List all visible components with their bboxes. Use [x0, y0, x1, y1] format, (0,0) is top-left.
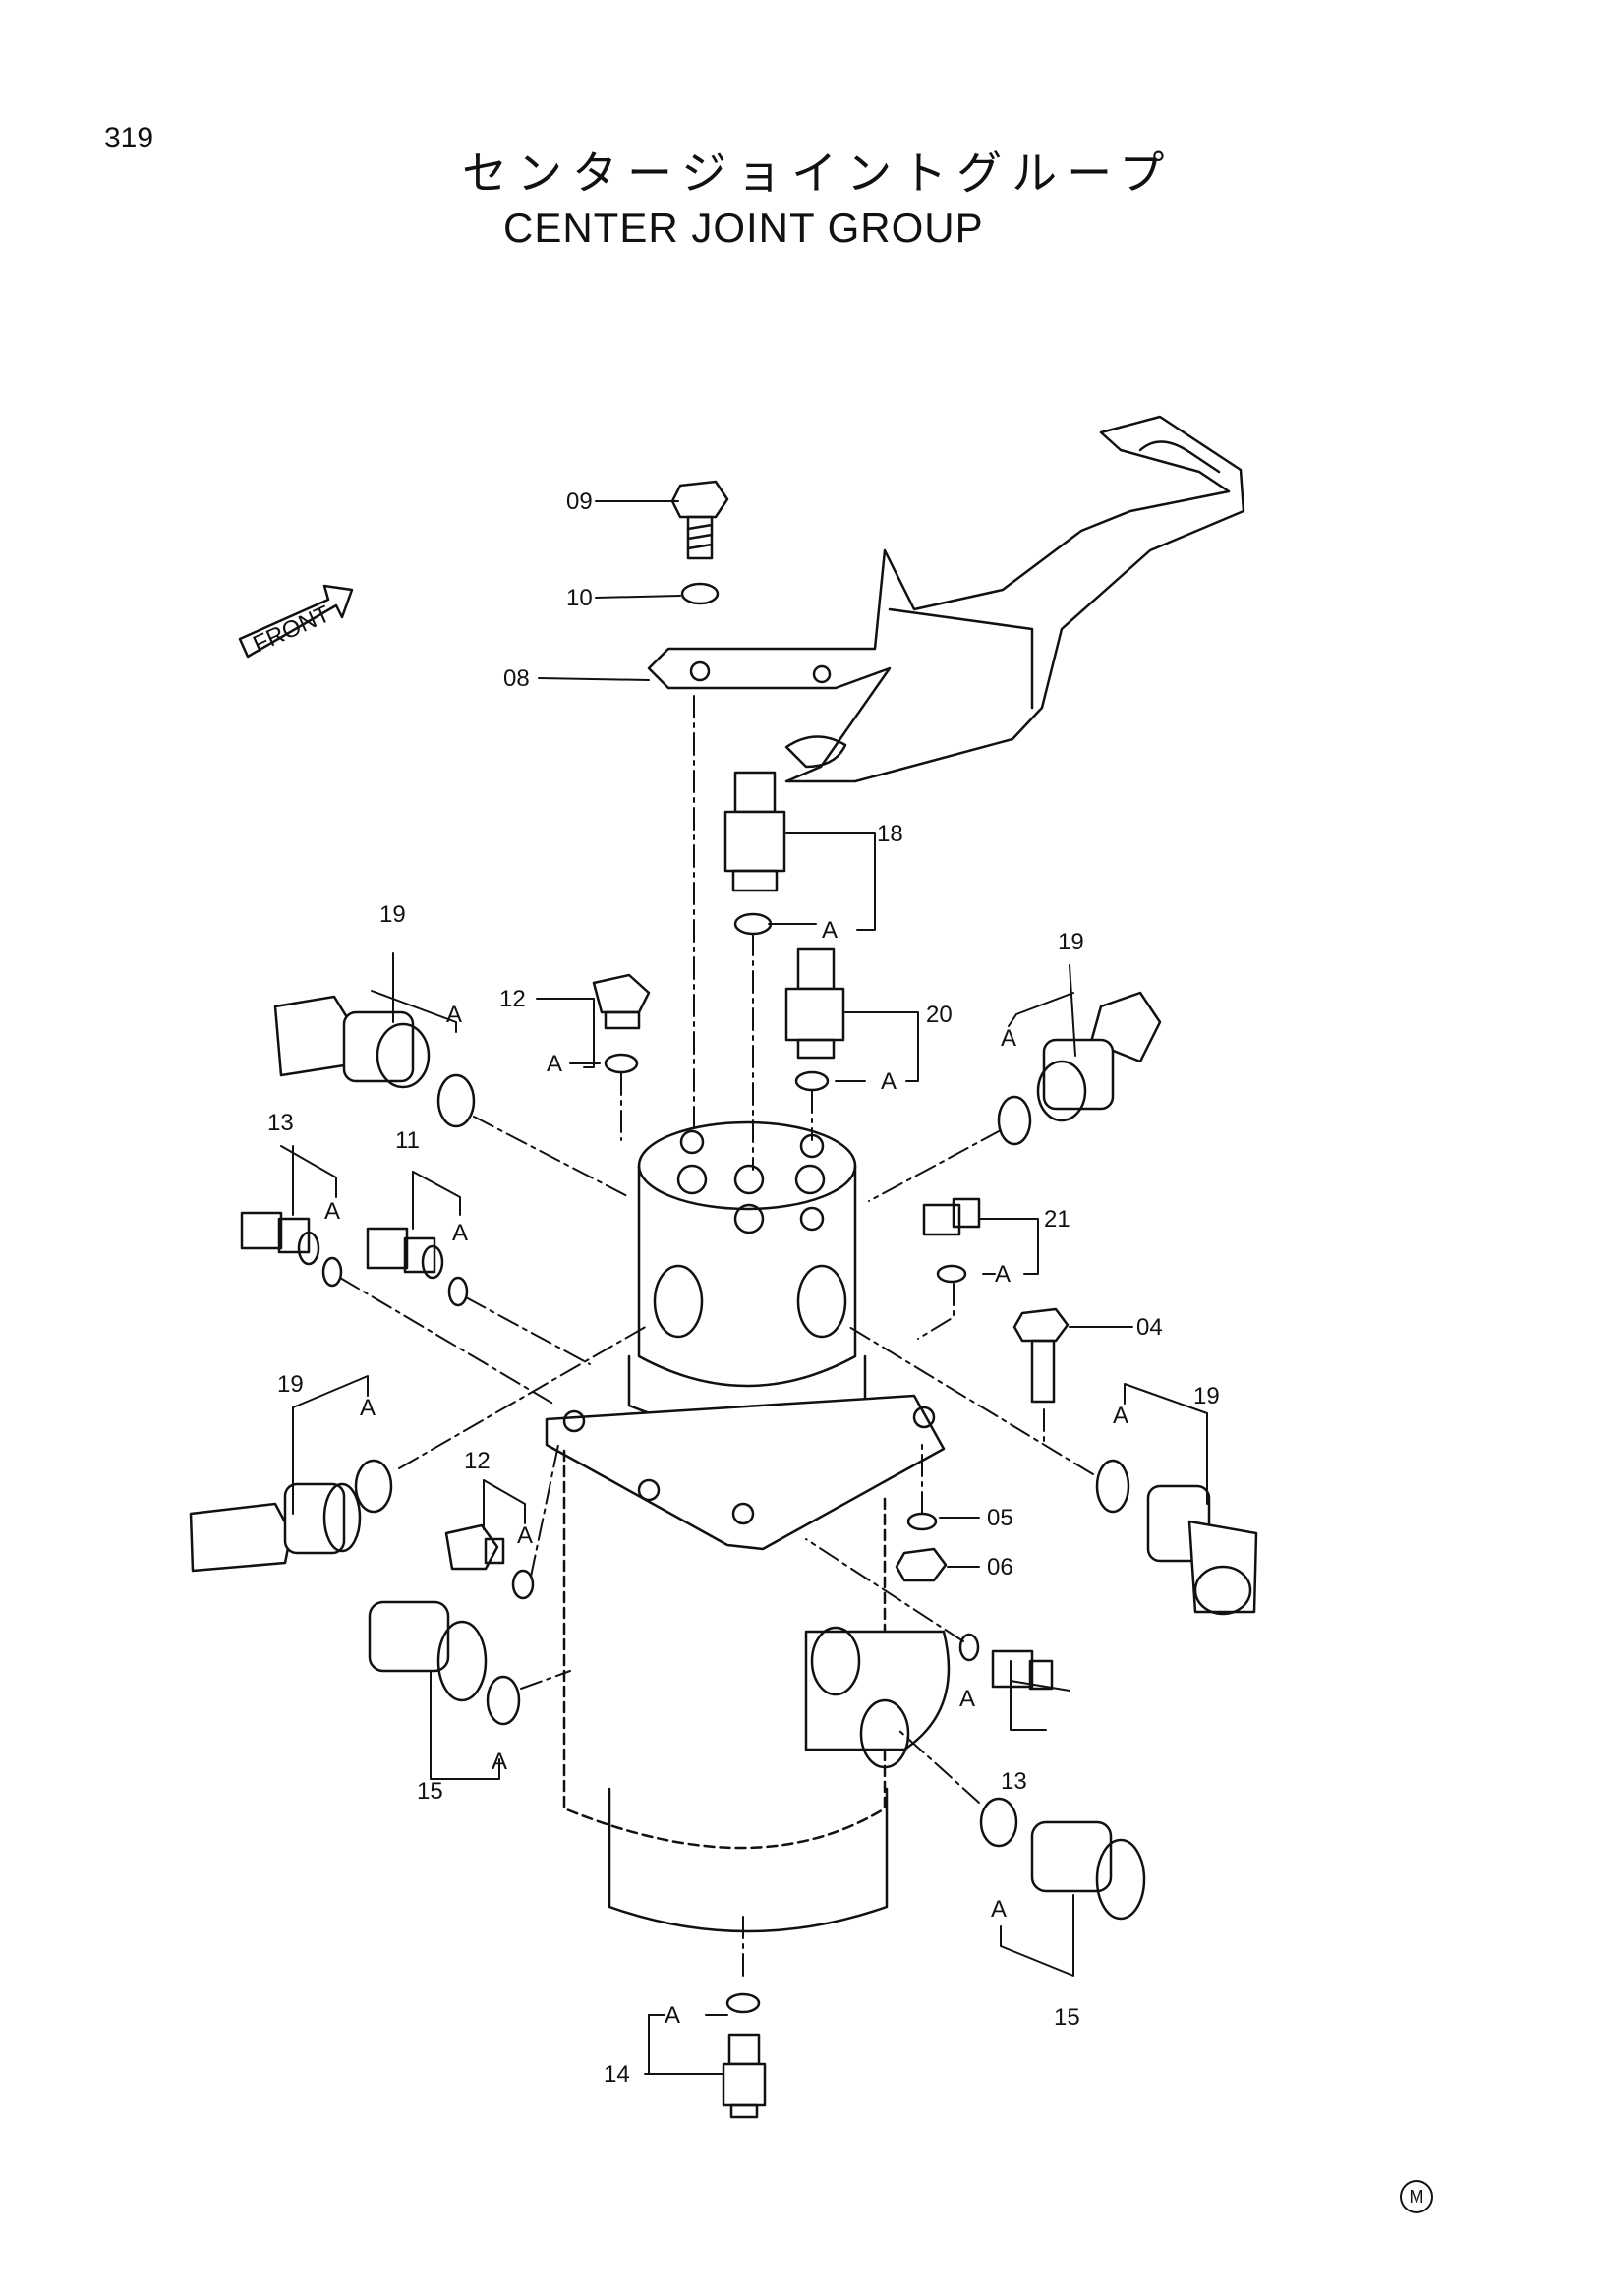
callout-21: 21	[1044, 1206, 1070, 1233]
callout-13-left: 13	[267, 1110, 294, 1136]
center-joint-body	[545, 1120, 951, 1933]
plug-part	[444, 1523, 505, 1571]
ref-mark-a: A	[324, 1198, 340, 1225]
washer-part	[906, 1512, 938, 1531]
ref-mark-a: A	[360, 1395, 376, 1421]
ref-mark-a: A	[492, 1749, 507, 1775]
callout-19-upper-left: 19	[379, 901, 406, 928]
page-number: 319	[104, 122, 154, 154]
ref-mark-a: A	[822, 917, 838, 944]
oring-part	[733, 912, 773, 936]
fitting-part	[723, 771, 786, 892]
oring-part	[511, 1569, 535, 1600]
oring-part	[354, 1459, 393, 1514]
fitting-part	[784, 947, 845, 1060]
ref-mark-a: A	[665, 2002, 680, 2029]
oring-part	[997, 1095, 1032, 1146]
bolt-part	[1012, 1307, 1070, 1404]
oring-part	[979, 1797, 1018, 1848]
ref-mark-a: A	[995, 1261, 1011, 1288]
oring-part	[794, 1070, 830, 1092]
fitting-part	[368, 1600, 488, 1702]
fitting-part	[922, 1197, 981, 1236]
oring-part	[936, 1264, 967, 1284]
oring-part	[447, 1276, 469, 1307]
callout-19-lower-right: 19	[1193, 1383, 1220, 1409]
callout-05: 05	[987, 1505, 1013, 1531]
callout-15-left: 15	[417, 1778, 443, 1805]
ref-mark-a: A	[991, 1896, 1007, 1923]
ref-mark-a: A	[517, 1522, 533, 1549]
washer-part	[680, 582, 720, 605]
callout-06: 06	[987, 1554, 1013, 1580]
callout-08: 08	[503, 665, 530, 692]
fitting-part	[722, 2033, 767, 2119]
assembly-lines	[339, 695, 1094, 1977]
callout-09: 09	[566, 488, 593, 515]
oring-part	[1095, 1459, 1130, 1514]
title-japanese: センタージョイントグループ	[462, 146, 1175, 200]
callout-10: 10	[566, 585, 593, 611]
callout-11: 11	[395, 1127, 420, 1154]
bolt-part	[670, 480, 729, 560]
elbow-fitting-part	[273, 995, 431, 1089]
front-arrow-icon: FRONT	[238, 584, 354, 658]
elbow-fitting-part	[1146, 1484, 1258, 1616]
oring-part	[958, 1633, 980, 1662]
callout-15-right: 15	[1054, 2004, 1080, 2031]
ref-mark-a: A	[452, 1220, 468, 1246]
fitting-part	[366, 1227, 444, 1280]
callout-20: 20	[926, 1002, 953, 1028]
oring-part	[604, 1053, 639, 1074]
ref-mark-a: A	[547, 1051, 562, 1077]
ref-mark-a: A	[1001, 1025, 1016, 1052]
front-label: FRONT	[249, 601, 334, 658]
callout-19-upper-right: 19	[1058, 929, 1084, 955]
ref-mark-a: A	[1113, 1403, 1128, 1429]
oring-part	[486, 1675, 521, 1726]
bracket-part	[647, 415, 1245, 783]
callout-04: 04	[1136, 1314, 1163, 1341]
oring-part	[436, 1073, 476, 1128]
title-english: CENTER JOINT GROUP	[503, 204, 984, 251]
callout-19-lower-left: 19	[277, 1371, 304, 1398]
elbow-fitting-part	[189, 1482, 362, 1573]
callout-14: 14	[604, 2061, 630, 2088]
callout-12-lower: 12	[464, 1448, 491, 1474]
fitting-part	[240, 1211, 320, 1266]
ref-mark-a: A	[881, 1068, 897, 1095]
leader-lines	[280, 500, 1208, 2075]
fitting-part	[1030, 1820, 1146, 1921]
catalog-mark: M	[1400, 2180, 1433, 2213]
callout-12-top: 12	[499, 986, 526, 1012]
ref-mark-a: A	[959, 1686, 975, 1712]
oring-part	[725, 1992, 761, 2014]
callout-13-right: 13	[1001, 1768, 1027, 1795]
callout-18: 18	[877, 821, 903, 847]
oring-part	[321, 1256, 343, 1288]
plug-part	[592, 973, 651, 1030]
ref-mark-a: A	[446, 1002, 462, 1028]
elbow-fitting-part	[1036, 991, 1162, 1122]
nut-part	[895, 1547, 948, 1582]
